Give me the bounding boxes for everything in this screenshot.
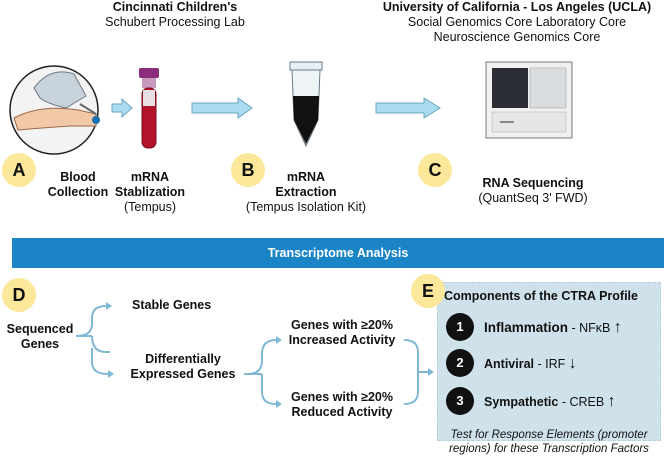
increased-activity-label: Genes with ≥20% Increased Activity [280,318,404,348]
ctra-factor-2: IRF [545,357,566,371]
red-line1: Genes with ≥20% [290,390,394,404]
badge-a: A [2,153,36,187]
ctra-factor-1: NFκB [579,321,611,335]
step-b-line1: mRNA [286,170,326,184]
sequenced-line1: Sequenced [6,322,74,336]
sequencer-illustration [485,61,573,139]
sequenced-line2: Genes [20,337,60,351]
arrow-up-icon: ↑ [613,319,622,336]
inc-line1: Genes with ≥20% [290,318,394,332]
ctra-num-3: 3 [446,387,474,415]
ctra-row-1: Inflammation - NFκB ↑ [484,319,622,337]
stabilization-label: mRNA Stablization (Tempus) [100,170,200,215]
blood-draw-illustration [9,65,100,155]
reduced-activity-label: Genes with ≥20% Reduced Activity [280,390,404,420]
cincinnati-subtitle: Schubert Processing Lab [105,15,245,29]
ctra-sep-1: - [568,321,580,335]
diff-expressed-label: Differentially Expressed Genes [118,352,248,382]
ctra-note-line1: Test for Response Elements (promoter [450,429,648,441]
ucla-subtitle-1: Social Genomics Core Laboratory Core [407,15,627,29]
stabilization-line2: Stablization [114,185,186,199]
stabilization-line1: mRNA [130,170,170,184]
ctra-sep-3: - [558,395,570,409]
ucla-subtitle-2: Neuroscience Genomics Core [433,30,601,44]
step-c-line1: RNA Sequencing [482,176,584,190]
ctra-panel: Components of the CTRA Profile 1 Inflamm… [437,282,661,441]
badge-d: D [2,278,36,312]
transcriptome-banner: Transcriptome Analysis [12,238,664,268]
ctra-note-line2: regions) for these Transcription Factors [449,443,649,455]
ucla-title: University of California - Los Angeles (… [382,0,652,14]
inc-line2: Increased Activity [288,333,396,347]
step-b-label: mRNA Extraction (Tempus Isolation Kit) [236,170,376,215]
ucla-label: University of California - Los Angeles (… [370,0,664,45]
ctra-name-2: Antiviral [484,357,535,371]
ctra-factor-3: CREB [569,395,605,409]
stabilization-sub: (Tempus) [123,200,177,214]
ctra-title: Components of the CTRA Profile [444,289,638,303]
cincinnati-label: Cincinnati Children's Schubert Processin… [80,0,270,30]
step-a-line1: Blood [60,170,96,184]
red-line2: Reduced Activity [291,405,393,419]
ctra-num-1: 1 [446,313,474,341]
step-a-line2: Collection [47,185,109,199]
step-c-label: RNA Sequencing (QuantSeq 3' FWD) [458,176,608,206]
step-b-line2: Extraction [275,185,337,199]
badge-e: E [411,274,445,308]
ctra-note: Test for Response Elements (promoter reg… [437,428,661,456]
diff-line2: Expressed Genes [130,367,236,381]
ctra-name-3: Sympathetic [484,395,559,409]
stable-genes-label: Stable Genes [132,298,212,312]
ctra-name-1: Inflammation [484,320,569,335]
badge-b: B [231,153,265,187]
ctra-num-2: 2 [446,349,474,377]
arrow-up-icon: ↑ [607,393,616,410]
diff-line1: Differentially [145,352,221,366]
blood-tube-illustration [139,68,159,149]
ctra-row-2: Antiviral - IRF ↓ [484,355,577,373]
ctra-row-3: Sympathetic - CREB ↑ [484,393,616,411]
step-a-label: Blood Collection [38,170,118,200]
ctra-sep-2: - [534,357,546,371]
branch-brackets [75,305,428,405]
extraction-tube-illustration [289,61,323,148]
badge-c: C [418,153,452,187]
step-b-sub: (Tempus Isolation Kit) [245,200,367,214]
flow-arrows [111,97,441,119]
step-c-sub: (QuantSeq 3' FWD) [478,191,588,205]
cincinnati-title: Cincinnati Children's [112,0,238,14]
arrow-down-icon: ↓ [568,355,577,372]
sequenced-genes-label: Sequenced Genes [4,322,76,352]
